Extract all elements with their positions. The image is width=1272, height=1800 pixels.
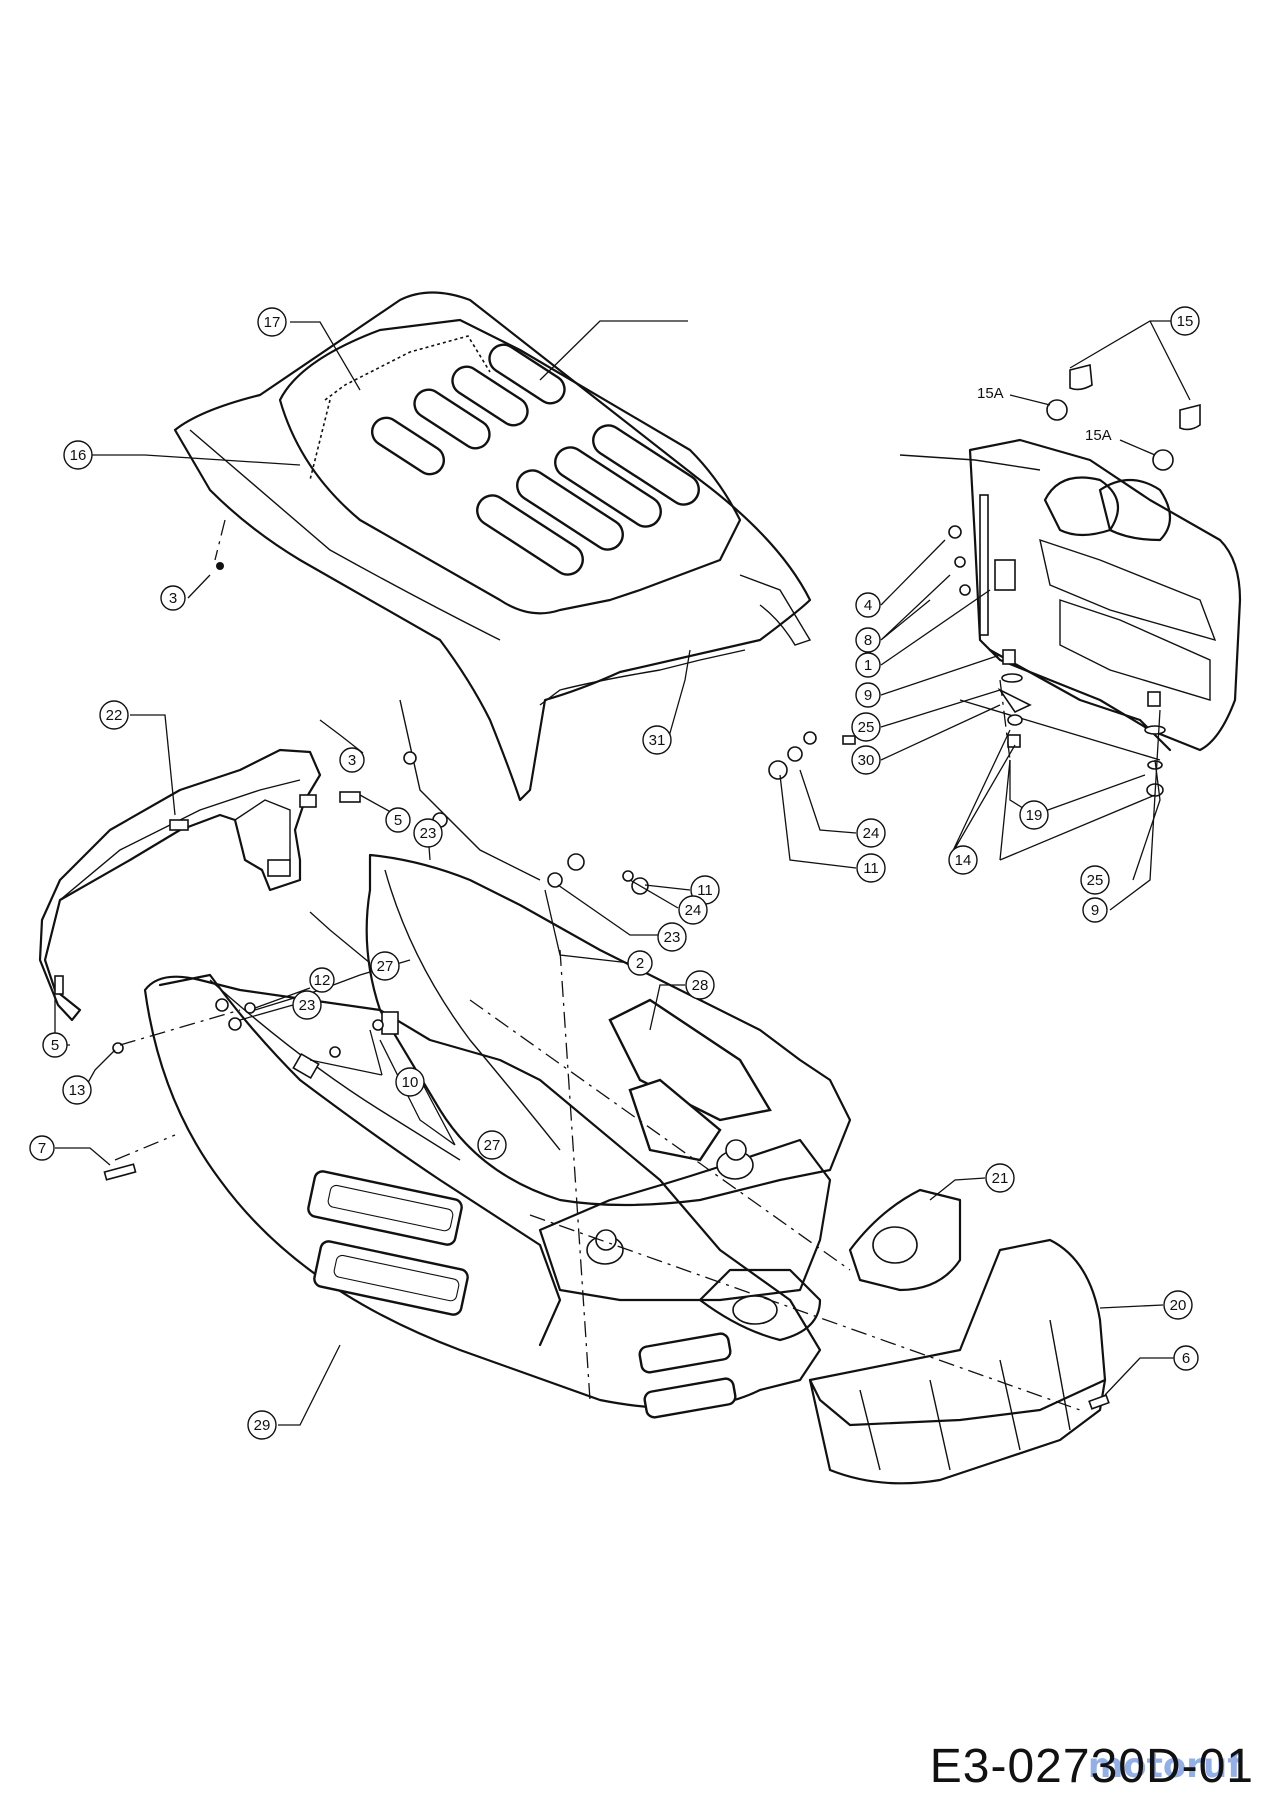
- svg-text:12: 12: [314, 972, 331, 989]
- callout-31: 31: [642, 725, 672, 755]
- svg-text:11: 11: [863, 860, 879, 877]
- callout-9a: 9: [855, 682, 881, 708]
- watermark-logo: motoruf: [1087, 1746, 1242, 1786]
- svg-text:23: 23: [420, 825, 437, 842]
- callout-28: 28: [685, 970, 715, 1000]
- callout-15a-right: 15A: [1085, 427, 1112, 444]
- svg-text:28: 28: [692, 977, 709, 994]
- callout-25a: 25: [851, 712, 881, 742]
- callout-12: 12: [309, 967, 335, 993]
- callout-23a: 23: [413, 818, 443, 848]
- callout-14: 14: [948, 845, 978, 875]
- svg-text:23: 23: [299, 997, 316, 1014]
- svg-text:3: 3: [169, 590, 177, 607]
- front-bumper: [808, 1238, 1107, 1485]
- svg-text:27: 27: [484, 1137, 501, 1154]
- svg-text:5: 5: [51, 1037, 59, 1054]
- callout-24b: 24: [678, 895, 708, 925]
- callout-30: 30: [851, 745, 881, 775]
- drawing-number: E3-02730D-01: [929, 1740, 1254, 1793]
- svg-text:21: 21: [992, 1170, 1009, 1187]
- svg-text:17: 17: [264, 314, 281, 331]
- callout-29: 29: [247, 1410, 277, 1440]
- svg-text:19: 19: [1026, 807, 1043, 824]
- hood-top: [173, 291, 812, 802]
- svg-text:3: 3: [348, 752, 356, 769]
- callout-21: 17: [257, 307, 287, 337]
- hardware: [54, 363, 1201, 1410]
- svg-text:8: 8: [864, 632, 872, 649]
- callout-7: 7: [29, 1135, 55, 1161]
- callout-5b: 5: [42, 1032, 68, 1058]
- svg-text:22: 22: [106, 707, 123, 724]
- callout-9b: 9: [1082, 897, 1108, 923]
- svg-text:6: 6: [1182, 1350, 1190, 1367]
- svg-text:13: 13: [69, 1082, 86, 1099]
- svg-text:10: 10: [402, 1074, 419, 1091]
- callout-24a: 24: [856, 818, 886, 848]
- dash-console: [899, 438, 1242, 761]
- svg-text:9: 9: [864, 687, 872, 704]
- callout-22: 23: [657, 922, 687, 952]
- svg-text:27: 27: [377, 958, 394, 975]
- callout-23b: 23: [292, 990, 322, 1020]
- callout-27: 27: [477, 1130, 507, 1160]
- svg-text:1: 1: [864, 657, 872, 674]
- svg-text:30: 30: [858, 752, 875, 769]
- callout-17: 19: [1019, 800, 1049, 830]
- callout-11a: 11: [856, 853, 886, 883]
- svg-text:20: 20: [1170, 1297, 1187, 1314]
- callout-3b: 3: [339, 747, 365, 773]
- callouts: 17 16 3 22 3 5 23 31 15 15A 15A 4 8 1 9 …: [29, 306, 1200, 1440]
- callout-4: 4: [855, 592, 881, 618]
- callout-1: 1: [855, 652, 881, 678]
- callout-13: 13: [62, 1075, 92, 1105]
- callout-3a: 3: [160, 585, 186, 611]
- svg-text:24: 24: [685, 902, 702, 919]
- svg-text:4: 4: [864, 597, 872, 614]
- svg-text:24: 24: [863, 825, 880, 842]
- svg-text:2: 2: [636, 955, 644, 972]
- svg-text:25: 25: [1087, 872, 1104, 889]
- headlight-surround: [848, 1188, 962, 1292]
- svg-text:31: 31: [649, 732, 666, 749]
- callout-20: 21: [985, 1163, 1015, 1193]
- callout-15: 15: [1170, 306, 1200, 336]
- callout-19: 20: [1163, 1290, 1193, 1320]
- callout-26: 27: [370, 951, 400, 981]
- svg-text:9: 9: [1091, 902, 1099, 919]
- callout-18: 22: [99, 700, 129, 730]
- callout-10: 10: [395, 1067, 425, 1097]
- svg-text:7: 7: [38, 1140, 46, 1157]
- svg-text:14: 14: [955, 852, 972, 869]
- svg-text:11: 11: [697, 882, 713, 899]
- svg-text:15A: 15A: [1085, 427, 1112, 444]
- callout-6: 6: [1173, 1345, 1199, 1371]
- svg-text:23: 23: [664, 929, 681, 946]
- svg-text:15: 15: [1177, 313, 1194, 330]
- svg-text:5: 5: [394, 812, 402, 829]
- callout-5a: 5: [385, 807, 411, 833]
- svg-text:25: 25: [858, 719, 875, 736]
- callout-2: 2: [627, 950, 653, 976]
- svg-text:16: 16: [70, 447, 87, 464]
- callout-15a-left: 15A: [977, 385, 1004, 402]
- lower-hood: [143, 853, 1081, 1419]
- left-bracket: [38, 748, 322, 1022]
- svg-text:29: 29: [254, 1417, 271, 1434]
- callout-16: 16: [63, 440, 93, 470]
- callout-25b: 25: [1080, 865, 1110, 895]
- svg-text:15A: 15A: [977, 385, 1004, 402]
- callout-8: 8: [855, 627, 881, 653]
